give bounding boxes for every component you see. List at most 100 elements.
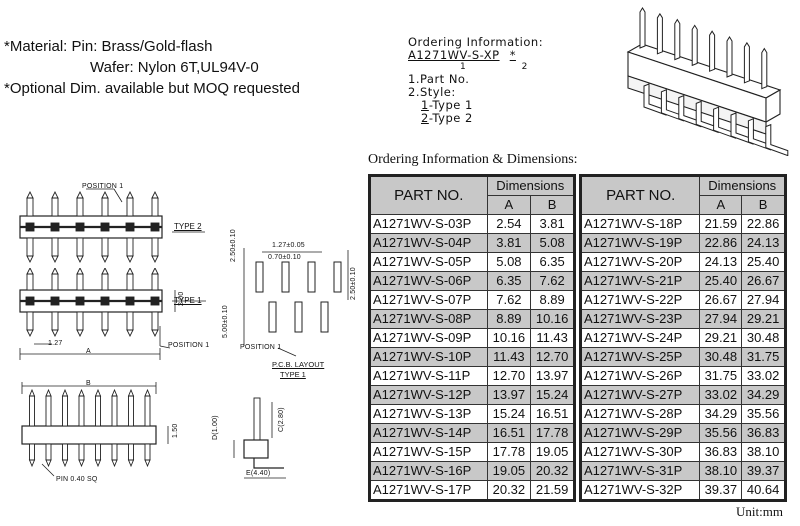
pin-tip — [151, 329, 159, 338]
pcb-layout-drawing — [243, 248, 349, 357]
pin — [95, 395, 101, 427]
part-number-cell: A1271WV-S-10P — [369, 347, 488, 367]
type-2-label: -Type 2 — [428, 111, 473, 125]
material-line-3: *Optional Dim. available but MOQ request… — [4, 80, 300, 97]
pin-tip — [51, 329, 59, 338]
pin — [111, 443, 118, 461]
ordering-info: Ordering Information: A1271WV-S-XP * 1 2… — [408, 36, 543, 125]
dim-1-27: 1.27 — [48, 340, 63, 347]
pin-tip — [151, 190, 159, 199]
dimension-a-cell: 27.94 — [699, 309, 743, 329]
dimension-b-cell: 17.78 — [530, 423, 575, 443]
dimension-a-cell: 2.54 — [486, 214, 532, 234]
pin-tip — [26, 268, 34, 275]
ordering-code-line: A1271WV-S-XP * — [408, 49, 543, 62]
pin-square — [50, 222, 60, 232]
pin — [101, 273, 109, 291]
dim-b: B — [86, 380, 91, 387]
dimension-b-cell: 24.13 — [741, 233, 786, 253]
pin — [126, 237, 134, 257]
pin — [51, 311, 59, 331]
part-number-cell: A1271WV-S-16P — [369, 461, 488, 481]
ordering-index-line: 1 2 — [408, 62, 543, 73]
dimension-b-cell: 25.40 — [741, 252, 786, 272]
pin — [101, 311, 109, 331]
ordering-index-2: 2 — [521, 62, 528, 72]
dimension-a-cell: 5.08 — [486, 252, 532, 272]
pcb-position-1: POSITION 1 — [240, 344, 282, 351]
dimension-a-cell: 16.51 — [486, 423, 532, 443]
pin-square — [125, 222, 135, 232]
pin — [126, 311, 134, 331]
part-number-cell: A1271WV-S-25P — [579, 347, 701, 367]
pin — [78, 443, 85, 461]
pin-tip — [45, 459, 52, 468]
pin-tip — [94, 459, 102, 468]
dimension-a-cell: 12.70 — [486, 366, 532, 386]
dimension-b-cell: 40.64 — [741, 480, 786, 501]
pin-square — [50, 296, 60, 306]
pin — [78, 395, 85, 427]
pin — [126, 273, 134, 291]
part-number-cell: A1271WV-S-18P — [579, 214, 701, 234]
pin-tip — [126, 268, 134, 275]
part-number-cell: A1271WV-S-08P — [369, 309, 488, 329]
pin-tip — [101, 190, 109, 199]
pin-tip — [26, 255, 34, 264]
pin-tip — [76, 329, 84, 338]
part-number-cell: A1271WV-S-11P — [369, 366, 488, 386]
pin — [743, 41, 750, 84]
dimension-b-cell: 34.29 — [741, 385, 786, 405]
pin — [128, 395, 134, 427]
pin-tip — [127, 459, 135, 468]
pin — [26, 197, 34, 217]
pin-tip — [101, 268, 109, 275]
pin-tip — [126, 329, 134, 338]
pin — [656, 12, 663, 55]
dimension-a-cell: 24.13 — [699, 252, 743, 272]
dimension-a-cell: 35.56 — [699, 423, 743, 443]
pin — [144, 395, 151, 427]
header-b: B — [530, 195, 575, 215]
pcb-pad — [255, 261, 264, 293]
pin — [29, 395, 35, 427]
pcb-pad — [294, 301, 303, 333]
part-number-cell: A1271WV-S-28P — [579, 404, 701, 424]
pin — [76, 273, 84, 291]
pin-tip — [94, 388, 102, 397]
ordering-index-1: 1 — [460, 62, 467, 72]
pin — [151, 197, 159, 217]
dimension-b-cell: 8.89 — [530, 290, 575, 310]
type-2-pins — [25, 190, 160, 264]
dimension-b-cell: 7.62 — [530, 271, 575, 291]
pin-tip — [76, 255, 84, 264]
dimension-b-cell: 38.10 — [741, 442, 786, 462]
dimension-a-cell: 13.97 — [486, 385, 532, 405]
pin — [26, 273, 34, 291]
dimension-a-cell: 20.32 — [486, 480, 532, 501]
pin-square — [75, 222, 85, 232]
pin — [62, 395, 68, 427]
pin-square — [25, 222, 35, 232]
pin-tip — [26, 190, 34, 199]
pin-tip — [151, 268, 159, 275]
pin — [29, 443, 35, 461]
pcb-pad — [268, 301, 277, 333]
pin-tip — [76, 268, 84, 275]
pin-square — [25, 296, 35, 306]
